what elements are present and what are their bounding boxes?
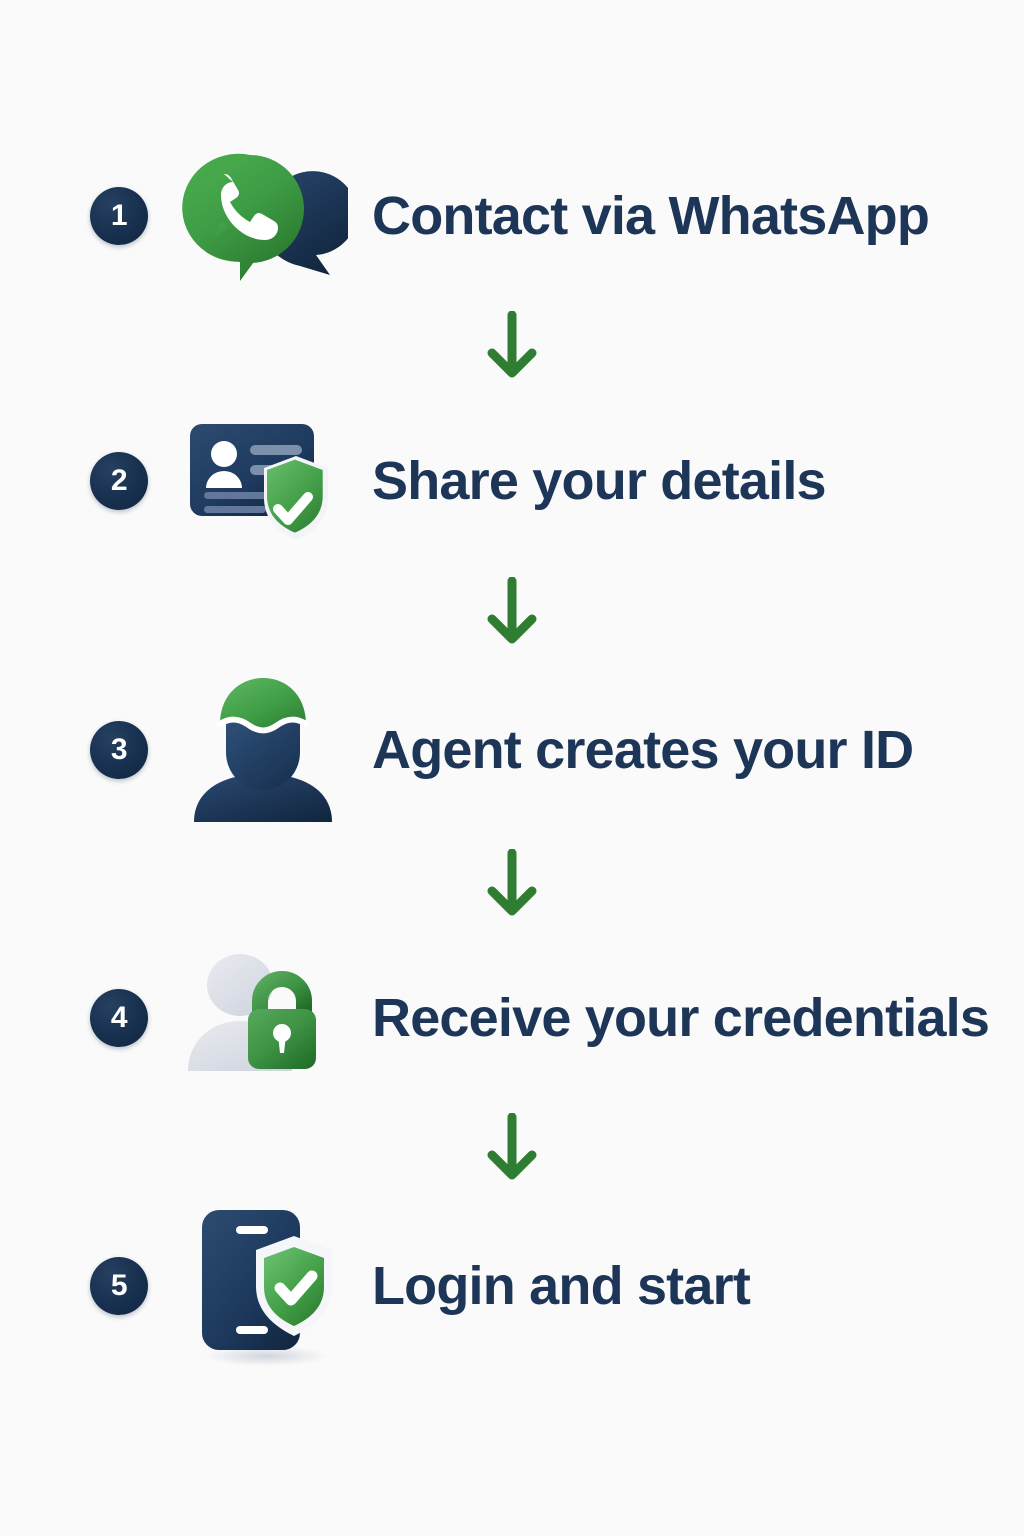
step-number-4: 4	[110, 1001, 128, 1034]
step-number-badge-3: 3	[90, 721, 148, 779]
arrow-down-icon	[487, 311, 537, 378]
step-number-badge-1: 1	[90, 187, 148, 245]
step-row-4: 4	[0, 934, 1024, 1102]
whatsapp-chat-icon	[178, 131, 348, 301]
step-label-3: Agent creates your ID	[372, 720, 914, 780]
step-row-1: 1	[0, 132, 1024, 300]
step-label-1: Contact via WhatsApp	[372, 186, 930, 246]
step-number-badge-2: 2	[90, 452, 148, 510]
id-card-shield-icon	[178, 396, 348, 566]
step-number-1: 1	[110, 199, 128, 232]
step-row-5: 5	[0, 1198, 1024, 1374]
step-number-5: 5	[110, 1269, 128, 1302]
connector-arrow-4	[0, 1102, 1024, 1198]
connector-arrow-1	[0, 300, 1024, 396]
arrow-down-icon	[487, 577, 537, 644]
agent-person-icon	[178, 665, 348, 835]
step-row-3: 3	[0, 662, 1024, 838]
step-row-2: 2	[0, 396, 1024, 566]
step-label-2: Share your details	[372, 451, 827, 511]
connector-arrow-2	[0, 566, 1024, 662]
step-number-2: 2	[110, 464, 128, 497]
arrow-down-icon	[487, 1113, 537, 1180]
step-number-badge-5: 5	[90, 1257, 148, 1315]
step-number-badge-4: 4	[90, 989, 148, 1047]
connector-arrow-3	[0, 838, 1024, 934]
arrow-down-icon	[487, 849, 537, 916]
step-number-3: 3	[110, 733, 128, 766]
user-lock-icon	[178, 933, 348, 1103]
step-label-4: Receive your credentials	[372, 988, 990, 1048]
phone-shield-icon	[178, 1201, 348, 1371]
step-label-5: Login and start	[372, 1256, 751, 1316]
